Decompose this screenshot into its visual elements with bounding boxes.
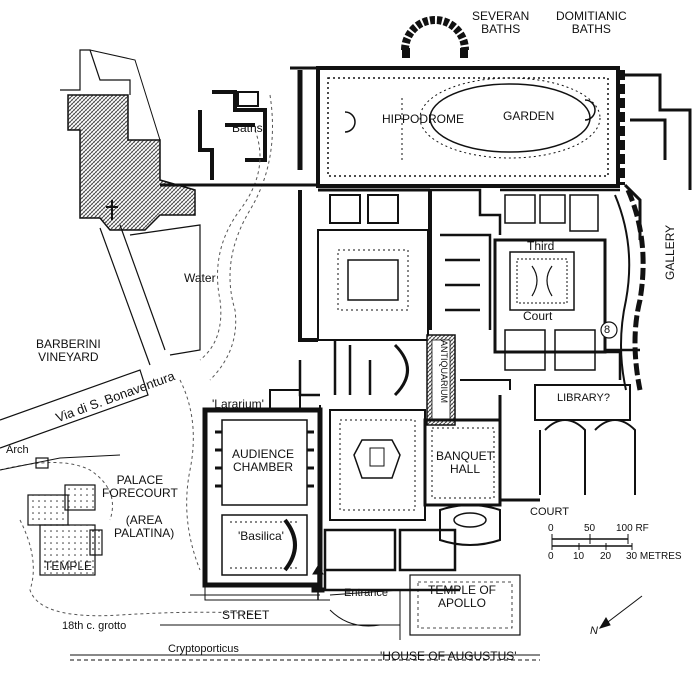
street-label: STREET	[222, 608, 270, 622]
area-line2: PALATINA)	[114, 526, 175, 541]
cryptoporticus-label: Cryptoporticus	[168, 643, 239, 655]
palace-line1: PALACE	[116, 473, 164, 487]
via-road	[0, 224, 201, 449]
scale-m-0: 0	[548, 551, 554, 562]
scale-m-20: 20	[600, 551, 612, 562]
banquet-line1: BANQUET	[436, 449, 495, 463]
banquet-hall-label: BANQUET HALL	[436, 449, 495, 477]
north-label: N	[590, 625, 598, 637]
domitianic-line2: BATHS	[571, 22, 611, 37]
temple-label: TEMPLE	[44, 559, 93, 573]
domitianic-line1: DOMITIANIC	[556, 9, 627, 23]
scale-ft-100: 100 RF	[616, 523, 649, 534]
temple-apollo-outline	[409, 574, 521, 636]
baths-block	[198, 90, 267, 180]
north-arrow	[598, 595, 643, 629]
court-lower-label: COURT	[530, 506, 569, 518]
scale-m-30: 30 METRES	[626, 551, 682, 562]
scale-ft-50: 50	[584, 523, 596, 534]
banquet-line2: HALL	[449, 462, 481, 477]
central-court	[298, 188, 432, 342]
forecourt-temple	[27, 484, 103, 576]
scale-m-10: 10	[573, 551, 585, 562]
temple-apollo-line2: APOLLO	[437, 596, 487, 611]
barberini-line2: VINEYARD	[38, 350, 99, 365]
third-court	[493, 238, 607, 354]
garden-label: GARDEN	[503, 109, 555, 123]
water-label: Water	[184, 271, 216, 285]
domitianic-baths-label: DOMITIANIC BATHS	[556, 9, 627, 37]
grotto-label: 18th c. grotto	[62, 620, 127, 632]
severan-line2: BATHS	[481, 22, 521, 37]
hippodrome-label: HIPPODROME	[382, 112, 465, 126]
court-upper-label: Court	[523, 309, 553, 323]
arch-label: Arch	[6, 444, 29, 456]
lower-peristyle	[329, 409, 426, 521]
severan-exedra	[401, 16, 469, 51]
palace-forecourt-label: PALACE FORECOURT	[102, 473, 178, 501]
audience-basilica	[202, 389, 323, 590]
middle-structures	[298, 188, 640, 397]
banquet-hall	[423, 418, 502, 546]
entrance-label: Entrance	[344, 587, 389, 599]
scale-ft-0: 0	[548, 523, 554, 534]
antiquarium-label: ANTIQUARIUM	[439, 340, 449, 403]
temple-apollo-label: TEMPLE OF APOLLO	[428, 583, 497, 611]
hippodrome-walls	[297, 66, 625, 188]
gallery-wall	[625, 188, 646, 391]
number-8-label: 8	[604, 324, 611, 336]
library-label: LIBRARY?	[557, 392, 610, 404]
audience-line2: CHAMBER	[233, 460, 294, 475]
barberini-label: BARBERINI VINEYARD	[36, 337, 101, 365]
south-block	[323, 528, 460, 592]
audience-line1: AUDIENCE	[232, 447, 295, 461]
barberini-line1: BARBERINI	[36, 337, 101, 351]
area-line1: (AREA	[125, 513, 163, 527]
palace-line2: FORECOURT	[102, 486, 178, 501]
baths-label: Baths	[232, 121, 263, 135]
gallery-label: GALLERY	[663, 224, 677, 280]
house-augustus-label: 'HOUSE OF AUGUSTUS'	[380, 649, 517, 663]
third-label: Third	[527, 239, 555, 253]
severan-line1: SEVERAN	[472, 9, 530, 23]
area-palatina-label: (AREA PALATINA)	[114, 513, 175, 541]
audience-chamber-label: AUDIENCE CHAMBER	[232, 447, 295, 475]
street-lines	[70, 585, 540, 661]
severan-baths-label: SEVERAN BATHS	[472, 9, 530, 37]
basilica-label: 'Basilica'	[238, 529, 284, 543]
church-hatch	[67, 94, 196, 231]
temple-apollo-line1: TEMPLE OF	[428, 583, 497, 597]
lararium-label: 'Lararium'	[212, 397, 264, 411]
scale-bar	[551, 534, 633, 550]
